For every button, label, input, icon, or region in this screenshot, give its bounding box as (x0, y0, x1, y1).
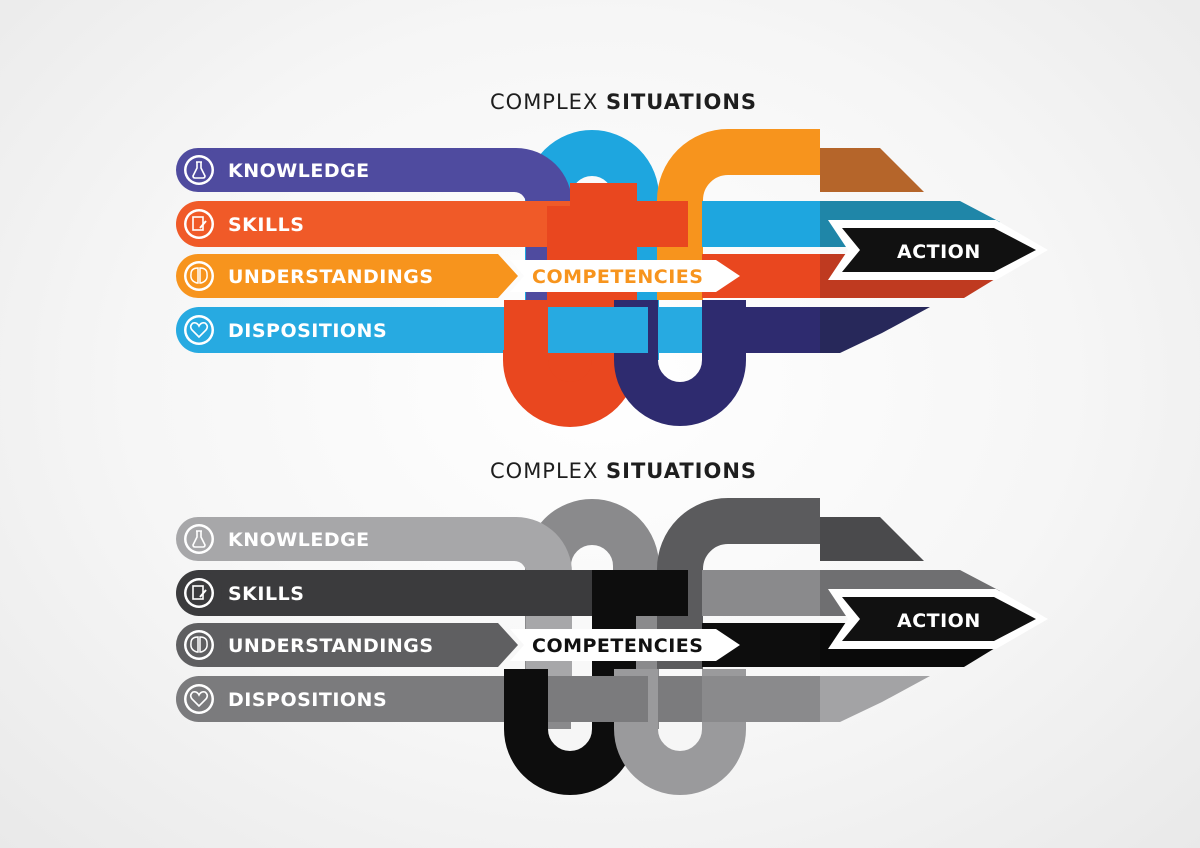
band-gray-right (702, 676, 820, 722)
flask-icon (184, 155, 214, 185)
loop-navy-u (614, 300, 746, 426)
band-navy (702, 307, 820, 353)
competencies-arrow (510, 629, 740, 661)
band-dispositions-cross (548, 676, 648, 722)
label-knowledge: KNOWLEDGE (228, 160, 370, 182)
clipboard-pencil-icon (184, 209, 214, 239)
loop-dark-top (657, 498, 820, 669)
band-understandings (198, 254, 518, 298)
label-dispositions: DISPOSITIONS (228, 320, 387, 342)
brain-icon (184, 630, 214, 660)
heart-icon (184, 684, 214, 714)
band-skills-cross (592, 201, 688, 247)
diagram-color: COMPLEX SITUATIONS (176, 90, 1048, 427)
band-dispositions-cross (548, 307, 648, 353)
label-knowledge: KNOWLEDGE (228, 529, 370, 551)
label-skills: SKILLS (228, 583, 304, 605)
loop-amber (657, 129, 820, 300)
tip-top (820, 148, 924, 192)
action-arrow (842, 597, 1036, 641)
action-label: ACTION (897, 610, 981, 632)
loop-light-u (614, 669, 746, 795)
loop-black-u (504, 595, 636, 795)
loop-orange-u (504, 226, 636, 426)
competencies-arrow (510, 260, 740, 292)
action-arrow (842, 228, 1036, 272)
competencies-label: COMPETENCIES (532, 266, 703, 288)
label-understandings: UNDERSTANDINGS (228, 266, 434, 288)
brain-icon (184, 261, 214, 291)
diagram-grayscale: COMPLEX SITUATIONS COMPETENCIES ACTION K… (176, 459, 1048, 795)
tip-bottom (820, 676, 930, 722)
clipboard-pencil-icon (184, 578, 214, 608)
heart-icon (184, 315, 214, 345)
band-mid-right (702, 570, 820, 616)
label-understandings: UNDERSTANDINGS (228, 635, 434, 657)
diagram-title: COMPLEX SITUATIONS (490, 459, 757, 483)
flask-icon (184, 524, 214, 554)
band-blue-right (702, 201, 820, 247)
band-understandings (198, 623, 518, 667)
competencies-label: COMPETENCIES (532, 635, 703, 657)
diagram-title: COMPLEX SITUATIONS (490, 90, 757, 114)
label-skills: SKILLS (228, 214, 304, 236)
tip-bottom (820, 307, 930, 353)
action-label: ACTION (897, 241, 981, 263)
band-skills-cross (592, 570, 688, 616)
tip-top (820, 517, 924, 561)
label-dispositions: DISPOSITIONS (228, 689, 387, 711)
